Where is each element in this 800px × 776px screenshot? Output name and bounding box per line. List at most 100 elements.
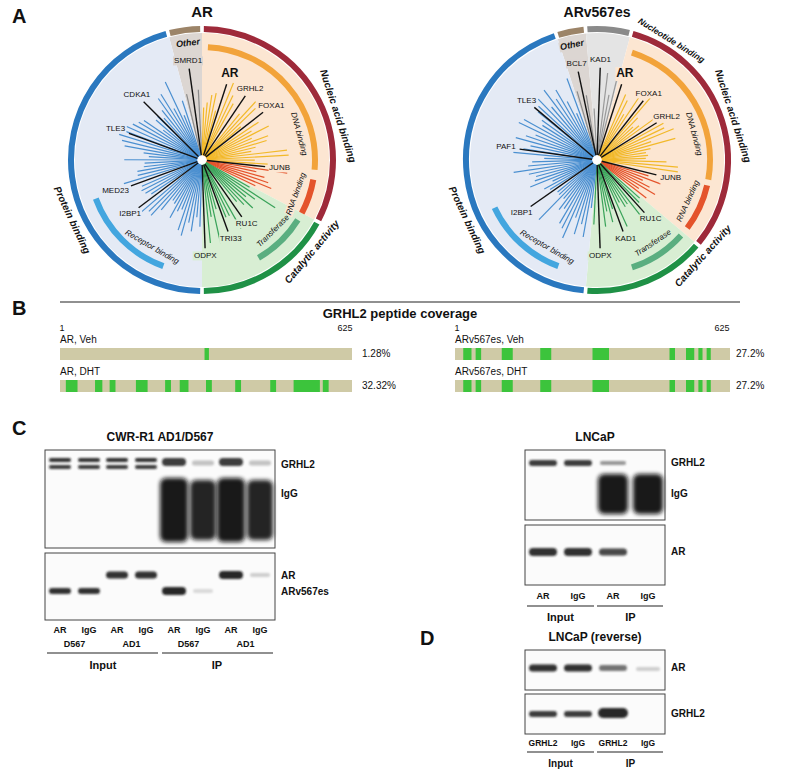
highlight-line <box>597 68 600 155</box>
gene-label: SMRD1 <box>173 56 203 65</box>
blot-band <box>78 458 100 462</box>
highlight-line <box>131 162 197 186</box>
band-label: ARv567es <box>281 586 329 598</box>
blot-band <box>219 571 243 579</box>
peptide-segment <box>235 380 241 392</box>
category-ring <box>71 34 200 291</box>
lane-label: IgG <box>641 591 656 601</box>
peptide-segment <box>698 348 702 360</box>
bar-label: ARv567es, Veh <box>455 334 524 346</box>
group-label: D567 <box>178 639 200 649</box>
highlight-line <box>599 165 623 232</box>
highlight-line <box>139 163 198 208</box>
blot-panel <box>45 450 275 548</box>
gene-label: TLE3 <box>516 96 537 105</box>
gene-label: JUNB <box>659 174 682 183</box>
protein-line <box>544 90 594 156</box>
category-ring <box>204 29 333 220</box>
highlight-line <box>534 107 593 156</box>
highlight-line <box>601 123 656 158</box>
sector-fill <box>470 39 597 286</box>
category-label: Protein binding <box>447 185 488 256</box>
panel-letter: D <box>420 627 434 650</box>
protein-line <box>145 160 197 163</box>
peptide-segment <box>540 380 551 392</box>
percent-value: 1.28% <box>362 348 390 360</box>
blot-band <box>599 665 627 671</box>
percent-value: 32.32% <box>362 380 396 392</box>
group-bracket <box>597 751 663 752</box>
subcategory-arc <box>632 53 710 180</box>
gene-label: PAF1 <box>495 143 516 152</box>
bar-label: ARv567es, DHT <box>455 366 527 378</box>
blot-band <box>249 461 271 466</box>
igg-smear <box>217 478 245 542</box>
group-label: AD1 <box>236 639 254 649</box>
peptide-segment <box>502 348 513 360</box>
peptide-segment <box>707 380 711 392</box>
blot-band <box>636 667 660 671</box>
category-ring <box>170 29 200 33</box>
peptide-segment <box>66 380 78 392</box>
gene-label: RU1C <box>639 215 663 224</box>
sector-fill <box>586 160 694 287</box>
protein-line <box>528 160 592 166</box>
blot-panel <box>525 650 665 690</box>
blot-band <box>49 458 71 462</box>
lane-label: AR <box>537 591 550 601</box>
category-label: Protein binding <box>52 185 93 256</box>
gene-label: RU1C <box>235 219 259 228</box>
header-rule <box>60 301 740 302</box>
band-label: AR <box>281 570 295 582</box>
blot-band <box>599 549 627 556</box>
blot-panel <box>525 525 665 585</box>
protein-line <box>602 155 648 159</box>
peptide-segment <box>698 380 702 392</box>
chart-title: AR <box>191 3 213 20</box>
highlight-line <box>206 112 263 157</box>
highlight-line <box>204 84 227 155</box>
protein-line <box>514 161 592 173</box>
gene-label: FOXA1 <box>257 101 285 110</box>
bar-label: AR, Veh <box>60 334 97 346</box>
blot-band <box>162 458 186 466</box>
lane-label: AR <box>225 625 238 635</box>
lane-label: GRHL2 <box>599 739 628 749</box>
protein-line <box>567 78 595 155</box>
peptide-segment <box>593 348 610 360</box>
peptide-segment <box>180 380 189 392</box>
blot-band <box>106 465 128 469</box>
peptide-segment <box>206 380 212 392</box>
blot-band <box>529 711 557 717</box>
protein-line <box>532 160 592 162</box>
lane-label: GRHL2 <box>529 739 558 749</box>
gene-label: ODPX <box>588 251 613 260</box>
peptide-segment <box>110 380 116 392</box>
subcategory-label: Receptor binding <box>518 227 577 266</box>
center-dot <box>593 156 601 164</box>
protein-line <box>207 155 289 160</box>
category-ring <box>587 29 629 33</box>
protein-line <box>556 99 594 156</box>
igg-smear <box>598 474 628 514</box>
panel-title: CWR-R1 AD1/D567 <box>107 431 214 445</box>
highlight-line <box>204 165 228 232</box>
group-bracket <box>597 605 663 606</box>
band-label: IgG <box>671 488 688 500</box>
peptide-segment <box>136 380 148 392</box>
group-bracket <box>47 652 158 653</box>
gene-label: TRI33 <box>219 234 243 243</box>
gene-label: FOXA1 <box>635 89 663 98</box>
peptide-segment <box>95 380 102 392</box>
protein-line <box>602 158 646 159</box>
axis-tick: 625 <box>714 323 729 333</box>
blot-panel <box>525 694 665 734</box>
category-label: Other <box>174 36 201 49</box>
subcategory-arc <box>208 47 315 170</box>
panel-letter: C <box>12 417 26 440</box>
protein-line <box>598 165 613 222</box>
peptide-segment <box>165 380 171 392</box>
gene-label: GRHL2 <box>236 84 265 93</box>
lane-label: IgG <box>571 591 586 601</box>
gene-label: I2BP1 <box>510 208 534 217</box>
